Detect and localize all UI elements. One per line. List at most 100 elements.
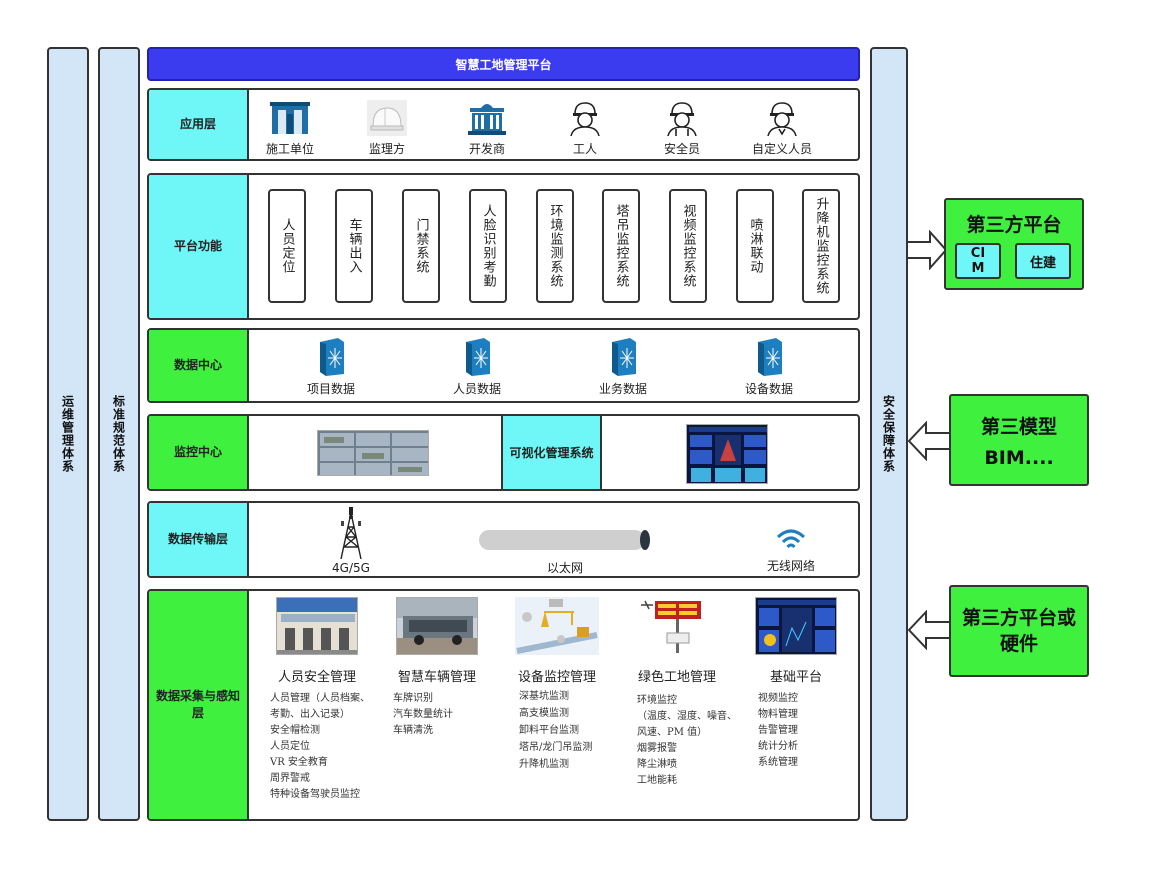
column-list: 人员管理（人员档案、 考勤、出入记录） 安全帽检测 人员定位 VR 安全教育 周… bbox=[270, 691, 370, 803]
security-bar: 安全保障体系 bbox=[870, 47, 908, 821]
data-item-label: 设备数据 bbox=[744, 382, 793, 396]
column-title: 基础平台 bbox=[769, 670, 822, 685]
function-label: 视频监控系统 bbox=[680, 204, 696, 288]
third-model-line1: 第三模型 bbox=[980, 415, 1057, 438]
list-item: 升降机监测 bbox=[519, 759, 569, 770]
standards-label: 标准规范体系 bbox=[111, 395, 126, 473]
third-party-title: 第三方平台 bbox=[966, 214, 1062, 236]
function-label: 人脸识别考勤 bbox=[480, 204, 496, 288]
list-item: 特种设备驾驶员监控 bbox=[270, 789, 360, 800]
function-label: 车辆出入 bbox=[346, 218, 362, 274]
app-item-supervisor: 监理方 bbox=[359, 100, 415, 157]
server-icon bbox=[466, 338, 490, 376]
security-label: 安全保障体系 bbox=[881, 395, 896, 473]
list-item: 深基坑监测 bbox=[519, 691, 569, 702]
monitor-center-row: 监控中心 可视化管理系统 bbox=[147, 414, 860, 491]
transport-item-label: 以太网 bbox=[546, 561, 583, 575]
app-item-label: 工人 bbox=[572, 142, 597, 156]
server-icon bbox=[320, 338, 344, 376]
custom-person-icon bbox=[767, 102, 797, 136]
base-platform-screenshot bbox=[755, 597, 837, 655]
third-hardware-box: 第三方平台或硬件 bbox=[949, 585, 1089, 677]
function-box: 环境监测系统 bbox=[536, 189, 574, 303]
function-box: 喷淋联动 bbox=[736, 189, 774, 303]
monitor-center-label: 监控中心 bbox=[149, 416, 249, 489]
transport-item-wireless: 无线网络 bbox=[756, 527, 826, 574]
app-item-label: 开发商 bbox=[468, 142, 505, 156]
app-item-label: 自定义人员 bbox=[751, 142, 812, 156]
third-model-box: 第三模型 BIM.... bbox=[949, 394, 1089, 486]
building-icon bbox=[270, 102, 310, 134]
list-item: 物料管理 bbox=[758, 709, 798, 720]
app-layer-label: 应用层 bbox=[149, 90, 249, 159]
function-label: 环境监测系统 bbox=[547, 204, 563, 288]
app-item-worker: 工人 bbox=[557, 100, 613, 157]
list-item: 塔吊/龙门吊监测 bbox=[519, 742, 593, 753]
function-box: 升降机监控系统 bbox=[802, 189, 840, 303]
data-item: 设备数据 bbox=[733, 338, 805, 397]
function-label: 塔吊监控系统 bbox=[613, 204, 629, 288]
environment-monitor-photo bbox=[635, 597, 719, 655]
app-item-builder: 施工单位 bbox=[262, 100, 318, 157]
list-item: 车牌识别 bbox=[393, 693, 433, 704]
data-item-label: 业务数据 bbox=[598, 382, 647, 396]
collection-row: 数据采集与感知层 人员安全管理 人员管理（人员档案、 考勤、出入记录） 安全帽检… bbox=[147, 589, 860, 821]
app-item-developer: 开发商 bbox=[459, 100, 515, 157]
arrow-left-icon bbox=[907, 610, 951, 650]
column-title: 设备监控管理 bbox=[517, 670, 596, 685]
function-box: 车辆出入 bbox=[335, 189, 373, 303]
column-list: 深基坑监测 高支模监测 卸料平台监测 塔吊/龙门吊监测 升降机监测 bbox=[519, 688, 592, 773]
ops-management-label: 运维管理体系 bbox=[60, 395, 75, 473]
third-party-platform-box: 第三方平台 CI M 住建 bbox=[944, 198, 1084, 290]
hardhat-icon bbox=[367, 100, 407, 136]
vehicle-wash-photo bbox=[396, 597, 478, 655]
app-item-label: 施工单位 bbox=[265, 142, 314, 156]
list-item: 视频监控 bbox=[758, 693, 798, 704]
app-item-label: 安全员 bbox=[663, 142, 700, 156]
transport-item-label: 4G/5G bbox=[332, 561, 370, 575]
list-item: 工地能耗 bbox=[637, 775, 677, 786]
column-title: 智慧车辆管理 bbox=[397, 670, 476, 685]
app-layer-row: 应用层 施工单位 监理方 开发商 bbox=[147, 88, 860, 161]
function-box: 人脸识别考勤 bbox=[469, 189, 507, 303]
list-item: 考勤、出入记录） bbox=[270, 709, 350, 720]
equipment-sensors-photo bbox=[515, 597, 599, 655]
standards-bar: 标准规范体系 bbox=[98, 47, 140, 821]
server-icon bbox=[758, 338, 782, 376]
cctv-wall-image bbox=[317, 430, 429, 476]
function-box: 人员定位 bbox=[268, 189, 306, 303]
third-hardware-text: 第三方平台或硬件 bbox=[961, 607, 1076, 655]
platform-functions-label: 平台功能 bbox=[149, 175, 249, 318]
transport-item-cellular: 4G/5G bbox=[325, 507, 377, 575]
list-item: 人员管理（人员档案、 bbox=[270, 693, 370, 704]
visualization-system-box: 可视化管理系统 bbox=[501, 416, 602, 489]
arrow-left-icon bbox=[907, 421, 951, 461]
wifi-icon bbox=[776, 529, 806, 549]
arrow-right-icon bbox=[906, 230, 948, 270]
function-label: 人员定位 bbox=[279, 218, 295, 274]
list-item: 统计分析 bbox=[758, 741, 798, 752]
platform-title: 智慧工地管理平台 bbox=[147, 47, 860, 81]
list-item: 汽车数量统计 bbox=[393, 709, 453, 720]
data-item: 人员数据 bbox=[441, 338, 513, 397]
turnstile-photo bbox=[276, 597, 358, 655]
column-list: 环境监控 （温度、湿度、噪音、 风速、PM 值） 烟雾报警 降尘淋喷 工地能耗 bbox=[637, 693, 737, 789]
function-label: 喷淋联动 bbox=[747, 218, 763, 274]
function-label: 升降机监控系统 bbox=[813, 197, 829, 295]
list-item: 高支模监测 bbox=[519, 708, 569, 719]
transport-item-ethernet: 以太网 bbox=[475, 529, 655, 576]
data-center-label: 数据中心 bbox=[149, 330, 249, 401]
data-center-row: 数据中心 项目数据 人员数据 业务数据 设备数据 bbox=[147, 328, 860, 403]
list-item: 系统管理 bbox=[758, 757, 798, 768]
platform-functions-row: 平台功能 人员定位 车辆出入 门禁系统 人脸识别考勤 环境监测系统 塔吊监控系统… bbox=[147, 173, 860, 320]
function-box: 视频监控系统 bbox=[669, 189, 707, 303]
worker-icon bbox=[570, 102, 600, 136]
data-item: 业务数据 bbox=[587, 338, 659, 397]
function-box: 门禁系统 bbox=[402, 189, 440, 303]
list-item: 卸料平台监测 bbox=[519, 725, 579, 736]
function-box: 塔吊监控系统 bbox=[602, 189, 640, 303]
list-item: 人员定位 bbox=[270, 741, 310, 752]
list-item: 烟雾报警 bbox=[637, 743, 677, 754]
list-item: 环境监控 bbox=[637, 695, 677, 706]
list-item: 告警管理 bbox=[758, 725, 798, 736]
